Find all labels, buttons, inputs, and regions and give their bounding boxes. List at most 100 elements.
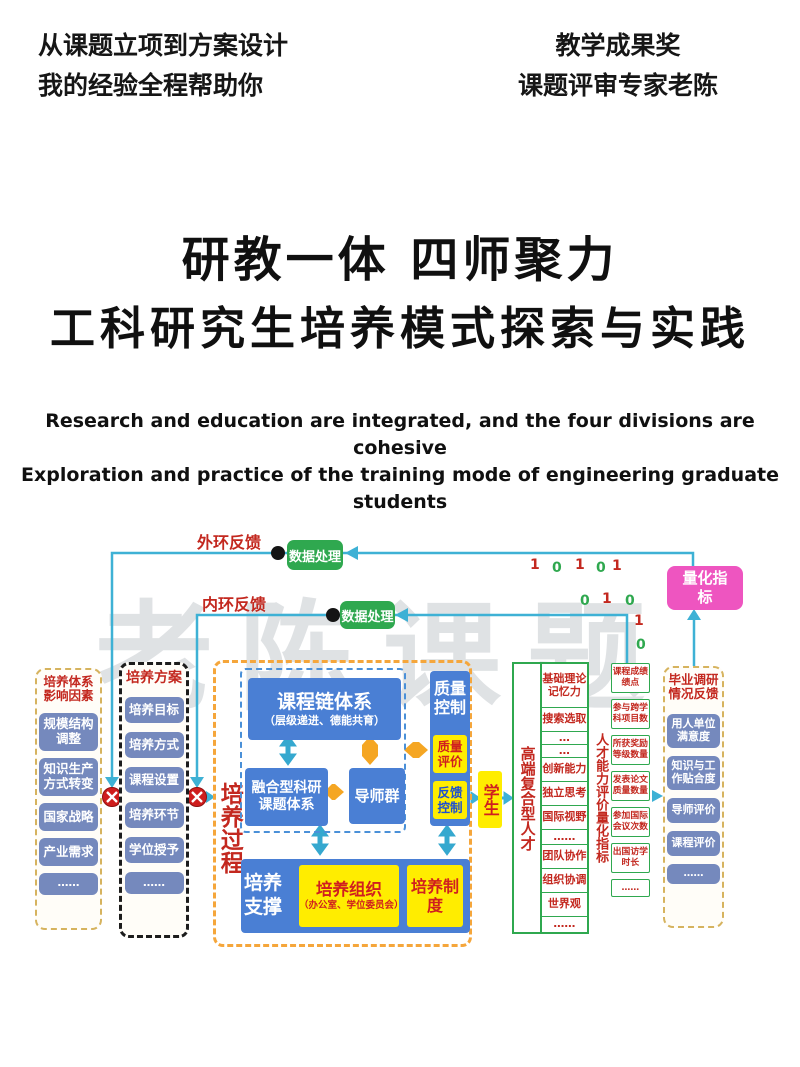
metric-item: 课程成绩绩点 [610,663,650,693]
organization-title: 培养组织 [316,880,382,900]
factor-item: …… [39,872,98,895]
binary-digit: 1 [602,591,612,607]
metric-item: 出国访学时长 [610,843,650,873]
binary-digit: 0 [636,637,646,653]
factors-column: 培养体系影响因素 规模结构调整 知识生产方式转变 国家战略 产业需求 …… [35,668,102,930]
connector-lines [94,546,701,856]
organization-sub: （办公室、学位委员会） [299,900,404,912]
outer-feedback-label: 外环反馈 [197,533,262,552]
feedback-control-box: 反馈控制 [433,781,467,819]
plan-item: 培养目标 [124,697,184,724]
metric-item: 参加国际会议次数 [610,807,650,837]
factor-item: 规模结构调整 [39,712,98,751]
header-right-line1: 教学成果奖 [555,31,681,60]
process-panel: 培养过程 课程链体系 （层级递进、德能共育） 融合型科研课题体系 导师群 质量控… [213,660,472,947]
quant-indicator-box: 量化指标 [667,566,743,610]
subtitle-line1: Research and education are integrated, a… [45,410,755,459]
factor-item: 知识生产方式转变 [39,757,98,796]
survey-column: 毕业调研情况反馈 用人单位满意度 知识与工作贴合度 导师评价 课程评价 …… [663,666,724,928]
metric-item: 参与跨学科项目数 [610,699,650,729]
orange-diamond-arrows [324,736,428,800]
course-chain-title: 课程链体系 [276,691,372,713]
outer-dataproc-arrow [345,546,358,560]
survey-item: …… [667,863,720,884]
header-right: 教学成果奖 课题评审专家老陈 [488,26,748,106]
talent-item: 基础理论记忆力 [542,664,587,708]
plan-title: 培养方案 [126,670,182,686]
system-box: 培养制度 [407,865,463,927]
metric-item: 所获奖励等级数量 [610,735,650,765]
survey-item: 课程评价 [667,830,720,856]
talent-item: 世界观 [542,893,587,917]
talent-item: …… [542,830,587,845]
talent-item: …… [553,917,576,931]
binary-digit: 1 [612,558,622,574]
survey-item: 用人单位满意度 [667,713,720,748]
factor-item: 产业需求 [39,837,98,866]
plan-item: 培养方式 [124,732,184,759]
metric-item: 发表论文质量数量 [610,771,650,801]
factors-title: 培养体系影响因素 [43,674,94,704]
course-chain-box: 课程链体系 （层级递进、德能共育） [248,678,401,740]
plan-item: 培养环节 [124,802,184,829]
inner-dataproc-arrow [395,608,408,622]
inner-feedback-line [195,613,629,779]
training-model-diagram: 老陈课题 [0,520,800,980]
binary-digit: 0 [552,560,562,576]
talent-box: 高端复合型人才 基础理论记忆力 搜索选取 … … 创新能力 独立思考 国际视野 … [512,662,589,934]
organization-box: 培养组织 （办公室、学位委员会） [299,865,404,927]
data-processing-inner: 数据处理 [340,601,395,629]
header-right-line2: 课题评审专家老陈 [517,71,718,100]
talent-item: 团队协作 [542,845,587,869]
metrics-survey-arrow [652,790,663,802]
research-topics-box: 融合型科研课题体系 [245,768,328,826]
talent-item: … [542,731,587,745]
data-processing-outer: 数据处理 [287,540,343,570]
outer-feedback-down-arrow [105,777,119,788]
mentor-group-box: 导师群 [349,768,405,824]
process-label: 培养过程 [216,782,243,874]
talent-items: 基础理论记忆力 搜索选取 … … 创新能力 独立思考 国际视野 …… 团队协作 … [542,664,587,932]
quality-eval-box: 质量评价 [433,735,467,773]
binary-digit: 1 [530,557,540,573]
talent-label: 高端复合型人才 [514,664,542,932]
header-left-line1: 从课题立项到方案设计 [38,31,289,60]
talent-item: … [542,744,587,758]
inner-feedback-label: 内环反馈 [202,595,267,614]
outer-feedback-line [110,551,695,779]
main-title-line2: 工科研究生培养模式探索与实践 [49,302,750,355]
outer-node-dot [271,546,285,560]
quant-up-arrow [687,609,701,666]
subtitle-line2: Exploration and practice of the training… [20,464,779,513]
binary-digit: 1 [575,557,585,573]
talent-item: 搜索选取 [542,708,587,732]
binary-digit: 0 [596,560,606,576]
support-label: 培养支撑 [243,872,282,918]
student-box: 学生 [478,771,502,828]
binary-digit: 0 [580,593,590,609]
metrics-items: 课程成绩绩点 参与跨学科项目数 所获奖励等级数量 发表论文质量数量 参加国际会议… [610,662,650,934]
factor-item: 国家战略 [39,802,98,831]
survey-item: 知识与工作贴合度 [667,755,720,790]
inner-feedback-down-arrow [190,777,204,788]
main-title-line1: 研教一体 四师聚力 [181,232,619,288]
inner-node-dot [326,608,340,622]
vertical-double-arrows [279,734,456,856]
subtitle: Research and education are integrated, a… [0,408,800,516]
process-inner-panel: 课程链体系 （层级递进、德能共育） 融合型科研课题体系 导师群 [240,668,406,833]
survey-item: 导师评价 [667,797,720,823]
survey-title: 毕业调研情况反馈 [668,672,719,702]
plan-item: …… [124,872,184,895]
talent-metrics-panel: 高端复合型人才 基础理论记忆力 搜索选取 … … 创新能力 独立思考 国际视野 … [512,662,650,934]
talent-item: 国际视野 [542,806,587,830]
header-left-line2: 我的经验全程帮助你 [38,71,264,100]
metrics-label: 人才能力评价量化指标 [593,733,609,863]
talent-item: 独立思考 [542,782,587,806]
talent-item: 创新能力 [542,758,587,782]
plan-item: 课程设置 [124,767,184,794]
header-left: 从课题立项到方案设计 我的经验全程帮助你 [38,26,288,106]
plan-column: 培养方案 培养目标 培养方式 课程设置 培养环节 学位授予 …… [119,662,189,938]
quality-control-label: 质量控制 [433,679,466,718]
binary-digit: 0 [625,593,635,609]
metric-item: …… [610,879,650,897]
